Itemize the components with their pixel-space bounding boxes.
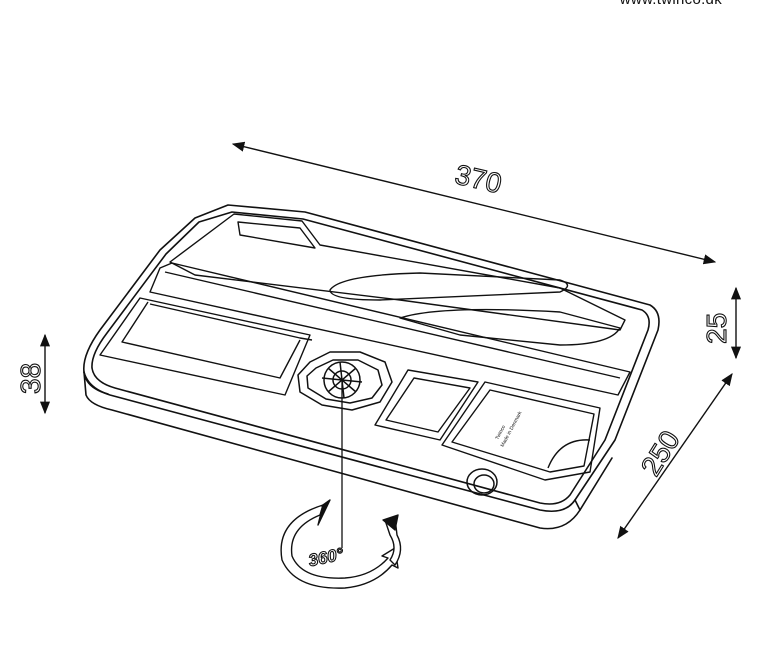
dimension-body-height-label: 25 xyxy=(701,313,732,344)
dimension-length-line xyxy=(231,141,717,265)
tray-outline xyxy=(83,204,660,530)
left-compartment xyxy=(99,297,313,396)
rotation-arrows xyxy=(280,499,402,589)
rotating-knob xyxy=(297,351,393,411)
tray-label: Twinco Made in Denmark xyxy=(494,410,523,448)
website-url: www.twinco.dk xyxy=(620,0,722,8)
small-compartment xyxy=(374,369,479,441)
dimension-width-label: 250 xyxy=(635,425,686,481)
top-compartment xyxy=(169,213,626,346)
dimension-length-label: 370 xyxy=(452,159,504,200)
right-compartment xyxy=(441,381,601,481)
dimension-width-line xyxy=(617,372,733,540)
rotation-label: 360° xyxy=(307,544,346,570)
dimension-total-height-label: 38 xyxy=(15,363,46,394)
front-button xyxy=(466,468,498,496)
